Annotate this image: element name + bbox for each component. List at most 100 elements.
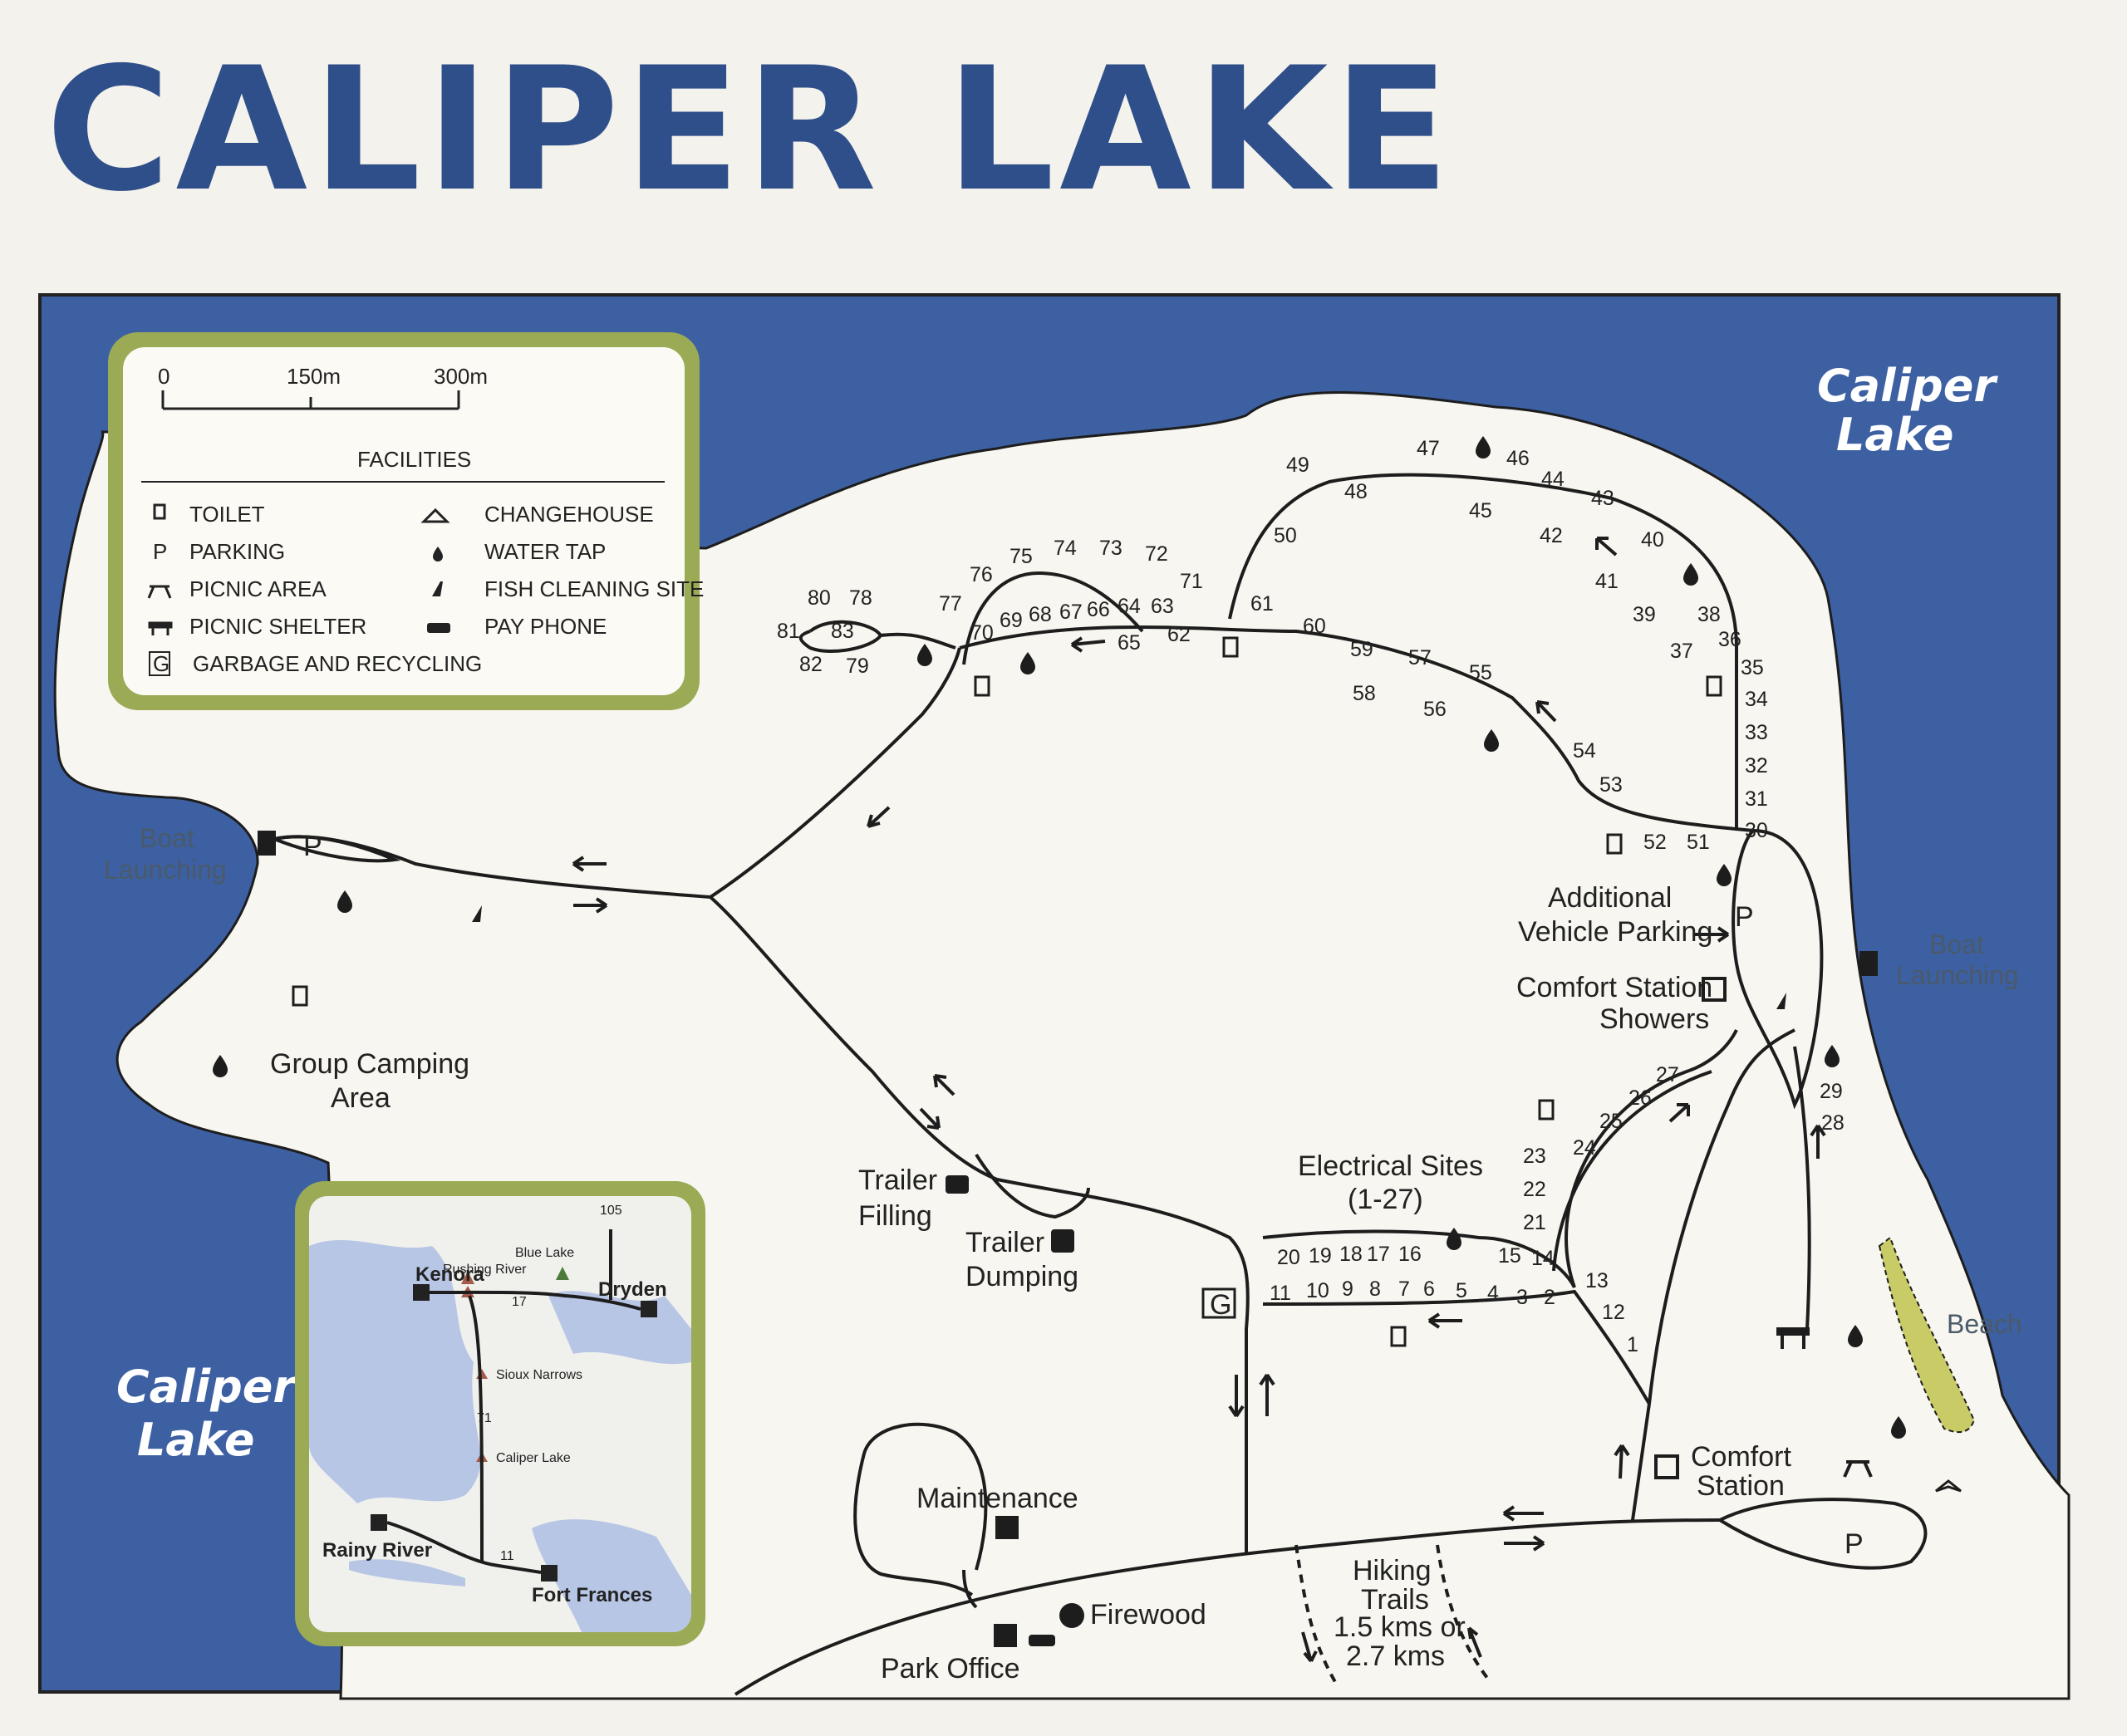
- water-tap-icon: [1891, 1416, 1906, 1439]
- legend-label: CHANGEHOUSE: [484, 502, 654, 527]
- site-label: 15: [1498, 1244, 1521, 1268]
- down-left-arrow-icon: [867, 806, 891, 828]
- campsite-numbers: 1 2 3 4 5 6 7 8 9 10 11 12 13 14 15 16 1…: [777, 437, 1845, 1356]
- group-camping-label: Group Camping: [270, 1048, 469, 1080]
- comfort-station-icon: [1654, 1454, 1679, 1479]
- down-arrow-icon: [1301, 1631, 1318, 1663]
- garbage-icon: G: [153, 651, 169, 676]
- boat-launching-label-right-2: Launching: [1896, 960, 2019, 990]
- toilet-icon: [1706, 675, 1722, 697]
- site-label: 31: [1745, 787, 1768, 811]
- site-label: 21: [1523, 1211, 1546, 1234]
- site-label: 38: [1697, 603, 1721, 626]
- legend-label: PAY PHONE: [484, 614, 607, 639]
- site-label: 25: [1599, 1110, 1623, 1133]
- right-arrow-icon: [1695, 926, 1730, 943]
- left-arrow-icon: [572, 856, 607, 872]
- parking-label: P: [1845, 1528, 1864, 1560]
- water-tap-icon: [917, 644, 932, 666]
- toilet-icon: [1222, 636, 1239, 658]
- fish-cleaning-icon: [1776, 993, 1786, 1009]
- picnic-area-icon: [147, 585, 172, 599]
- trailer-dumping-label-2: Dumping: [965, 1261, 1078, 1292]
- boat-launching-label-left: Boat: [140, 823, 194, 853]
- up-right-arrow-icon: [1668, 1103, 1690, 1123]
- left-arrow-icon: [1427, 1312, 1462, 1329]
- site-label: 65: [1118, 631, 1141, 655]
- hiking-label-4: 2.7 kms: [1346, 1640, 1445, 1672]
- site-label: 63: [1151, 595, 1174, 618]
- inset-highway: 11: [500, 1549, 514, 1563]
- site-label: 17: [1367, 1243, 1390, 1266]
- site-label: 8: [1369, 1277, 1381, 1301]
- trailer-filling-label-2: Filling: [858, 1200, 932, 1232]
- site-label: 53: [1599, 773, 1623, 797]
- up-arrow-icon: [1259, 1373, 1275, 1416]
- water-tap-icon: [1683, 563, 1698, 586]
- left-arrow-icon: [1502, 1505, 1544, 1522]
- water-tap-icon: [337, 890, 352, 913]
- firewood-label: Firewood: [1090, 1599, 1206, 1631]
- site-label: 49: [1286, 454, 1309, 477]
- site-label: 16: [1398, 1243, 1422, 1266]
- site-label: 81: [777, 620, 800, 643]
- water-tap-icon: [1020, 652, 1035, 674]
- toilet-icon: [1390, 1326, 1407, 1347]
- site-label: 28: [1821, 1111, 1845, 1135]
- up-arrow-icon: [1614, 1444, 1630, 1479]
- park-tree-icon: [556, 1267, 569, 1280]
- fish-cleaning-icon: [472, 905, 482, 922]
- picnic-shelter-icon: [1776, 1327, 1810, 1349]
- site-label: 48: [1344, 480, 1368, 503]
- garbage-label: G: [1210, 1289, 1231, 1321]
- additional-parking-label: Additional: [1548, 882, 1672, 914]
- boat-launch-marker: [258, 831, 276, 856]
- site-label: 50: [1274, 524, 1297, 547]
- trailer-filling-label: Trailer: [858, 1165, 937, 1196]
- site-label: 77: [939, 592, 962, 615]
- legend-label: GARBAGE AND RECYCLING: [193, 651, 482, 676]
- site-label: 75: [1009, 545, 1033, 568]
- legend-label: WATER TAP: [484, 539, 606, 564]
- facility-markers: [213, 436, 1962, 1647]
- site-label: 72: [1145, 542, 1168, 566]
- hiking-label-3: 1.5 kms or: [1334, 1611, 1466, 1643]
- up-left-arrow-icon: [1535, 700, 1557, 723]
- map-title: CALIPER LAKE: [46, 32, 1455, 229]
- electrical-sites-label-2: (1-27): [1348, 1184, 1423, 1215]
- town-marker: [371, 1514, 387, 1531]
- site-label: 11: [1270, 1282, 1291, 1305]
- inset-park: Blue Lake: [515, 1246, 574, 1260]
- down-arrow-icon: [1228, 1375, 1245, 1418]
- site-label: 56: [1423, 698, 1447, 721]
- site-label: 20: [1277, 1246, 1300, 1269]
- site-label: 36: [1718, 628, 1741, 651]
- pay-phone-icon: [1029, 1635, 1055, 1646]
- lake-label-ne: Caliper: [1817, 360, 1998, 412]
- scale-label: 300m: [434, 364, 488, 389]
- water-tap-icon: [1484, 729, 1499, 752]
- parking-label: P: [1735, 901, 1754, 933]
- water-tap-icon: [213, 1055, 228, 1077]
- site-label: 70: [970, 621, 994, 645]
- site-label: 35: [1741, 656, 1764, 679]
- site-label: 6: [1423, 1277, 1435, 1301]
- site-label: 34: [1745, 688, 1768, 711]
- scale-label: 0: [158, 364, 169, 389]
- up-left-arrow-icon: [933, 1074, 955, 1096]
- scale-label: 150m: [287, 364, 341, 389]
- changehouse-icon: [420, 508, 450, 523]
- left-arrow-icon: [1070, 636, 1106, 653]
- site-label: 23: [1523, 1145, 1546, 1168]
- maintenance-marker: [995, 1516, 1019, 1539]
- legend: 0 150m 300m FACILITIES TOILET P PARKING …: [108, 332, 704, 710]
- toilet-icon: [1606, 833, 1623, 855]
- water-tap-icon: [1825, 1045, 1840, 1067]
- site-label: 80: [808, 586, 831, 610]
- site-label: 10: [1306, 1279, 1329, 1302]
- site-label: 5: [1456, 1279, 1467, 1302]
- lake-label-sw: Caliper: [116, 1361, 297, 1413]
- town-marker: [641, 1301, 657, 1317]
- inset-highway: 71: [477, 1411, 492, 1425]
- pay-phone-icon: [427, 623, 450, 633]
